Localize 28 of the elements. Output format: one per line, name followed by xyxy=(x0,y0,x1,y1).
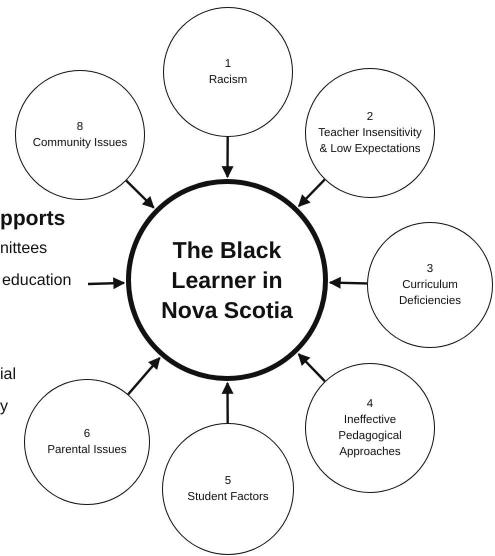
circle-number: 3 xyxy=(426,262,434,277)
factor-label: Teacher Insensitivity & Low Expectations xyxy=(317,126,423,157)
factor-label: Racism xyxy=(208,73,248,88)
arrow xyxy=(328,276,368,289)
factor-label: Curriculum Deficiencies xyxy=(398,278,462,309)
factor-label: Parental Issues xyxy=(46,443,128,458)
circle-number: 1 xyxy=(224,57,232,72)
arrow xyxy=(125,180,155,209)
arrow xyxy=(88,277,126,290)
arrow xyxy=(298,178,326,208)
center-title: The Black Learner in Nova Scotia xyxy=(160,236,294,325)
arrow xyxy=(127,357,161,396)
side-text: education xyxy=(2,272,72,290)
circle-number: 2 xyxy=(366,110,374,125)
circle-number: 4 xyxy=(366,397,374,412)
cut-off-text: ial xyxy=(0,366,16,384)
factor-label: Student Factors xyxy=(186,490,270,505)
factor-label: Community Issues xyxy=(32,136,128,151)
cut-off-text: y xyxy=(0,398,8,416)
circle-number: 5 xyxy=(224,474,232,489)
cut-off-text: nittees xyxy=(0,240,48,258)
arrow xyxy=(222,382,234,423)
factor-label: Ineffective Pedagogical Approaches xyxy=(337,413,403,460)
circle-number: 8 xyxy=(76,120,84,135)
cut-off-heading: pports xyxy=(0,207,66,231)
circle-number: 6 xyxy=(82,427,92,442)
arrow xyxy=(298,353,326,382)
arrow xyxy=(222,137,234,178)
